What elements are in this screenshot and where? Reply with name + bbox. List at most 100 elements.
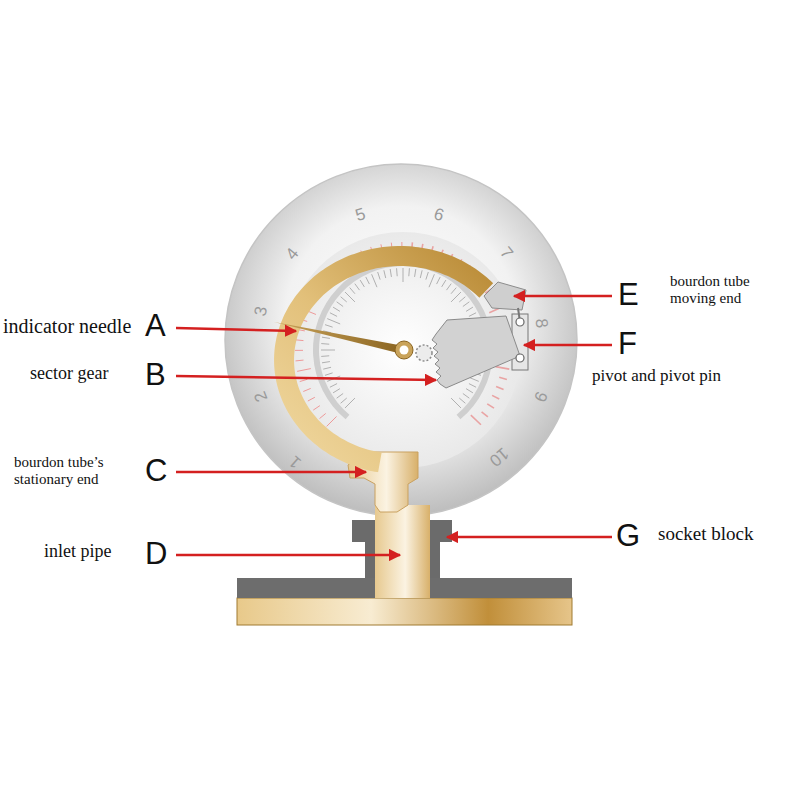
scale-tick xyxy=(327,319,340,324)
pressure-tick xyxy=(303,388,310,391)
pressure-tick xyxy=(295,350,303,351)
scale-tick xyxy=(451,292,461,302)
callout-letter: C xyxy=(145,454,167,488)
scale-tick xyxy=(442,280,446,287)
scale-tick xyxy=(446,284,451,290)
scale-tick xyxy=(459,297,465,302)
scale-tick xyxy=(345,398,355,408)
callout-letter: B xyxy=(145,358,166,392)
leader-line xyxy=(176,471,366,474)
dial-number: 2 xyxy=(252,388,273,404)
scale-tick xyxy=(333,389,340,393)
scale-tick xyxy=(426,272,428,280)
dial-number: 4 xyxy=(283,244,303,263)
callout-letter: G xyxy=(616,519,640,553)
dial-number: 8 xyxy=(531,317,551,329)
gauge-dial xyxy=(225,164,577,516)
scale-tick xyxy=(337,393,343,398)
scale-tick xyxy=(437,277,441,284)
leader-line xyxy=(447,536,612,539)
leader-lines xyxy=(176,296,612,555)
scale-tick xyxy=(341,297,347,302)
scale-tick xyxy=(372,274,377,287)
scale-tick xyxy=(323,367,331,369)
scale-tick xyxy=(396,268,398,276)
scale-tick xyxy=(322,362,330,363)
scale-tick xyxy=(451,288,456,294)
pressure-tick xyxy=(492,395,499,399)
callout-letter: A xyxy=(145,309,166,343)
scale-tick xyxy=(378,272,380,280)
pressure-tick xyxy=(300,379,308,381)
sector-gear xyxy=(432,316,520,388)
base-plate xyxy=(237,598,572,625)
scale-tick xyxy=(321,350,335,351)
dial-number: 5 xyxy=(354,205,369,226)
dial-number: 6 xyxy=(432,205,447,226)
pivot-pin xyxy=(516,354,524,362)
needle-hub-hole xyxy=(400,346,409,355)
scale-tick xyxy=(459,398,465,403)
scale-tick xyxy=(384,270,386,278)
part-label: indicator needle xyxy=(3,315,131,337)
pinion-gear xyxy=(416,345,432,361)
scale-tick xyxy=(408,268,410,276)
scale-tick xyxy=(390,269,391,277)
pressure-tick xyxy=(471,415,481,425)
leader-line xyxy=(524,344,612,347)
scale-tick xyxy=(360,280,364,287)
scale-tick xyxy=(466,307,473,311)
scale-tick xyxy=(341,398,347,403)
pressure-tick xyxy=(297,369,311,372)
leader-line xyxy=(176,554,400,557)
scale-tick xyxy=(321,355,329,357)
callout-letter: E xyxy=(618,278,639,312)
dial-number: 7 xyxy=(496,243,516,262)
scale-tick xyxy=(345,292,355,302)
scale-tick xyxy=(403,268,404,282)
pressure-tick xyxy=(313,406,320,410)
part-label: pivot and pivot pin xyxy=(592,367,721,386)
scale-tick xyxy=(355,284,360,290)
part-label: bourdon tube’s stationary end xyxy=(14,454,142,487)
scale-tick xyxy=(330,313,337,317)
link-pin xyxy=(516,318,524,326)
pressure-tick xyxy=(327,416,337,426)
scale-tick xyxy=(333,307,340,311)
dial-number: 9 xyxy=(530,388,551,404)
leader-line xyxy=(176,376,436,380)
scale-tick xyxy=(322,337,330,338)
scale-tick xyxy=(415,269,416,277)
callout-letter: F xyxy=(618,327,637,361)
pressure-tick xyxy=(308,397,315,401)
scale-tick xyxy=(325,325,333,327)
dial-number: 1 xyxy=(286,451,305,471)
scale-tick xyxy=(330,384,337,388)
scale-tick xyxy=(469,384,476,388)
dial-number: 10 xyxy=(485,443,512,469)
indicator-needle xyxy=(274,322,404,354)
dial-face xyxy=(285,232,521,468)
scale-tick xyxy=(337,302,343,307)
pressure-tick xyxy=(296,360,304,362)
part-label: inlet pipe xyxy=(44,542,111,562)
scale-tick xyxy=(451,398,461,408)
scale-tick xyxy=(366,277,370,284)
dial-number: 3 xyxy=(252,304,272,317)
scale-tick xyxy=(350,288,355,294)
scale-tick xyxy=(469,313,476,317)
scale-tick xyxy=(429,274,434,287)
pressure-tick xyxy=(482,412,488,417)
pressure-tick xyxy=(295,339,303,341)
pressure-tick xyxy=(496,367,510,369)
callout-letter: D xyxy=(145,537,167,571)
part-label: socket block xyxy=(658,524,754,545)
leader-line xyxy=(514,295,612,298)
pressure-tick xyxy=(499,377,507,379)
pressure-tick xyxy=(496,386,503,389)
inlet-pipe xyxy=(375,505,430,598)
scale-tick xyxy=(463,393,469,398)
